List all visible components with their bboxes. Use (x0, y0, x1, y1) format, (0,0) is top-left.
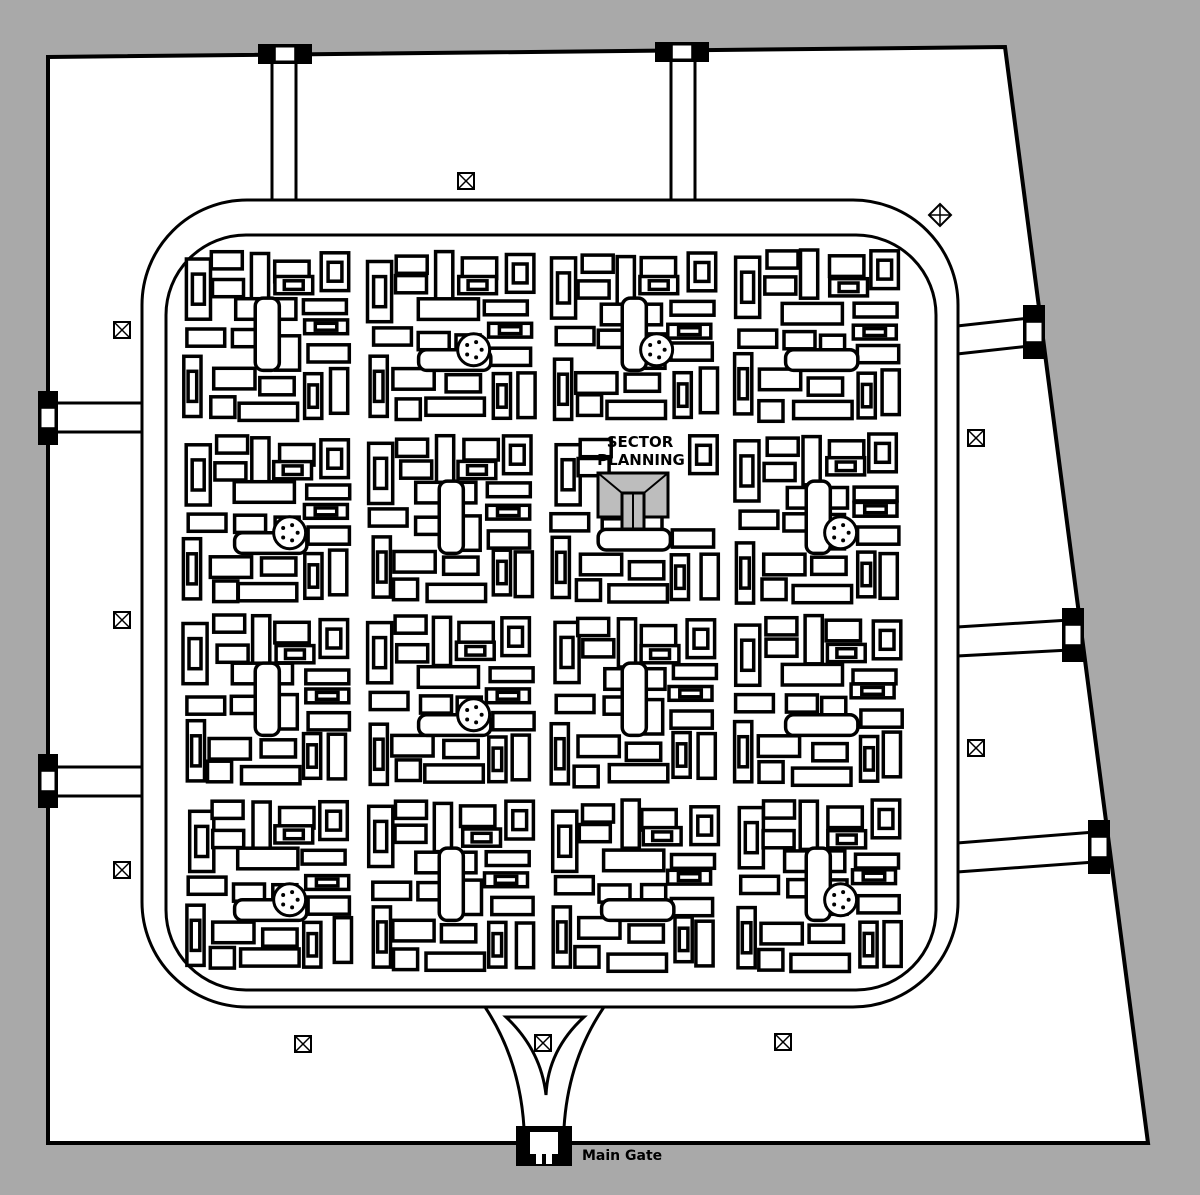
north-gate-east (655, 42, 709, 62)
district-block (549, 616, 719, 789)
fountain-icon (823, 882, 859, 918)
main-gate (516, 1126, 572, 1166)
district-grid (181, 248, 904, 974)
tower-marker-icon (534, 1034, 552, 1052)
district-block (185, 799, 354, 970)
ring-road-inner (164, 233, 938, 992)
sector-planning-building (596, 471, 670, 531)
district-block (181, 434, 352, 604)
tower-marker-icon (113, 611, 131, 629)
district-block (732, 613, 904, 788)
tower-marker-icon (294, 1035, 312, 1053)
gates (38, 42, 1110, 1166)
district-block (733, 432, 901, 605)
fountain-icon (639, 332, 675, 368)
special-marker-icon (927, 202, 953, 228)
district-block (366, 799, 536, 973)
west-gate-south (38, 754, 58, 808)
west-gate-north (38, 391, 58, 445)
tower-marker-icon (967, 739, 985, 757)
tower-markers (113, 172, 985, 1053)
tower-marker-icon (113, 861, 131, 879)
west-roads (52, 401, 143, 798)
fountain-icon (456, 697, 492, 733)
main-gate-label: Main Gate (582, 1148, 662, 1164)
district-block (182, 249, 352, 423)
east-gate-south (1088, 820, 1110, 874)
tower-marker-icon (967, 429, 985, 447)
district-block (549, 434, 721, 604)
fountain-icon (272, 515, 308, 551)
sector-planning-label-line2: PLANNING (597, 451, 685, 469)
district-block (365, 614, 536, 787)
fountain-icon (823, 515, 859, 551)
tower-marker-icon (774, 1033, 792, 1051)
east-gate-north (1023, 305, 1045, 359)
district-block (736, 798, 903, 974)
district-block (365, 249, 537, 422)
district-block (181, 613, 352, 786)
fountain-icon (272, 882, 308, 918)
east-gate-middle (1062, 608, 1084, 662)
north-roads (270, 58, 697, 201)
south-funnel-road (483, 1006, 606, 1129)
tower-marker-icon (113, 321, 131, 339)
ring-road-outer (140, 198, 960, 1009)
tower-marker-icon (457, 172, 475, 190)
district-block (732, 248, 902, 424)
east-roads (956, 316, 1096, 874)
sector-planning-label-line1: SECTOR (607, 433, 674, 451)
north-gate-west (258, 44, 312, 64)
district-block (550, 798, 721, 974)
fountain-icon (456, 332, 492, 368)
district-block (549, 251, 720, 422)
district-block (366, 433, 535, 604)
